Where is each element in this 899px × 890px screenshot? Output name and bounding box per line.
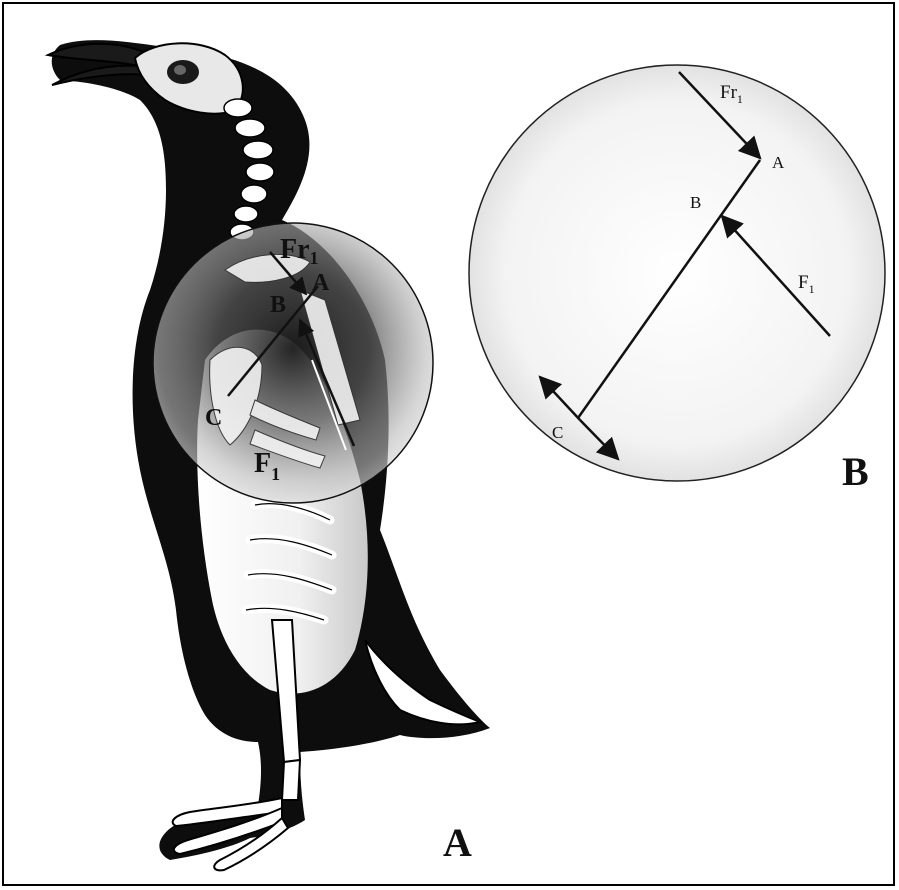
panel-label-a: A: [443, 820, 472, 865]
label-c-b: C: [552, 423, 563, 442]
label-a-b: A: [772, 153, 785, 172]
label-b-a: B: [270, 292, 286, 318]
label-b-b: B: [690, 193, 701, 212]
label-c-a: C: [205, 405, 222, 431]
penguin-eye: [174, 65, 186, 75]
panel-b: Fr1 A B F1 C B: [469, 65, 885, 494]
label-a-a: A: [312, 270, 330, 296]
magnifier-circle-b: [469, 65, 885, 481]
panel-label-b: B: [842, 449, 869, 494]
penguin-illustration: Fr1 A B C F1 A: [48, 40, 490, 870]
